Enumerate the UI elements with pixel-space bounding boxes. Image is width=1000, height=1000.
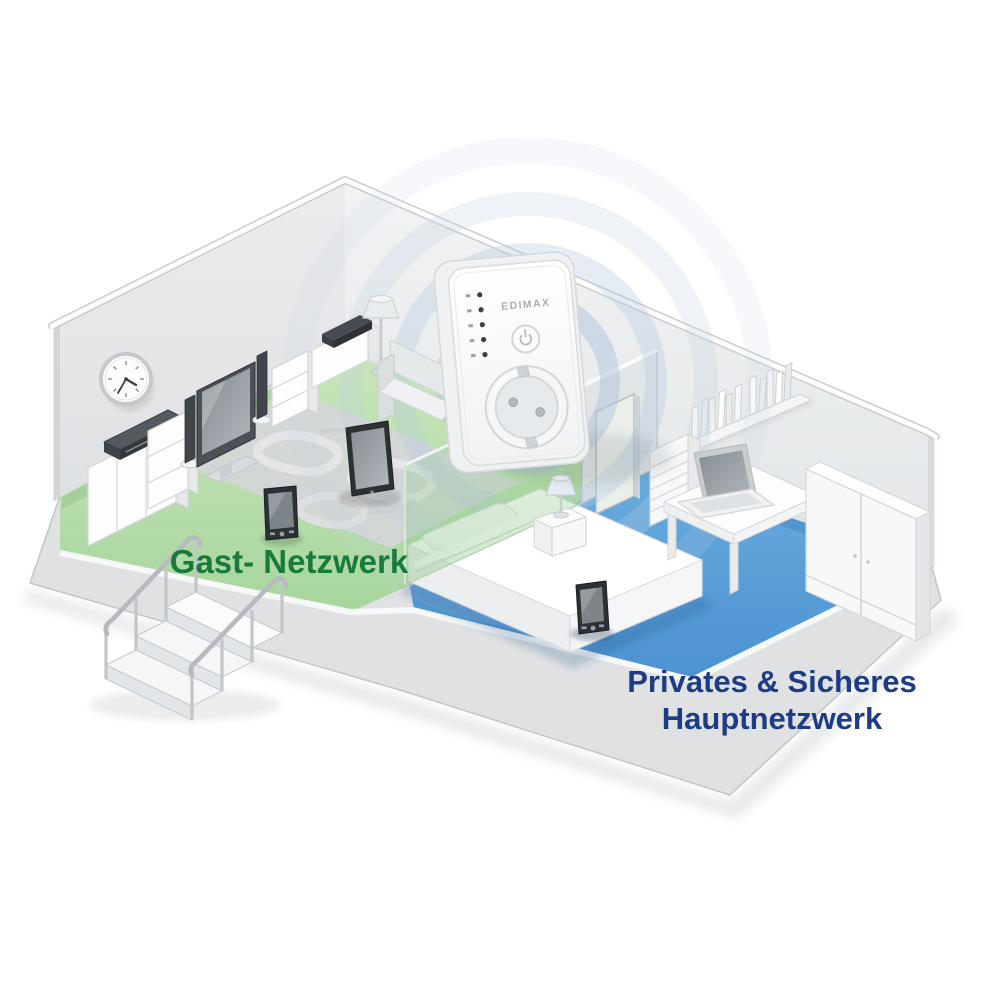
wall-clock (99, 352, 154, 411)
shelf-unit-tall (271, 350, 319, 428)
wall-bookshelf (687, 362, 813, 457)
laptop (677, 443, 775, 519)
private-network-label-line2: Hauptnetzwerk (662, 701, 883, 736)
smartphone-bed (570, 580, 614, 641)
network-labels: Gast- Netzwerk Privates & Sicheres Haupt… (170, 543, 917, 736)
led-indicators (465, 292, 488, 358)
nightstand (533, 507, 587, 557)
wps-button (511, 324, 541, 354)
set-top-box (322, 315, 372, 340)
power-socket (484, 365, 569, 450)
wifi-extender-device: EDIMAX (433, 251, 590, 474)
sideboard (311, 315, 381, 389)
living-room-furniture (87, 295, 457, 547)
floor-lamp (362, 295, 400, 377)
left-wall (60, 180, 345, 497)
tv-speaker-right (252, 350, 272, 425)
bedroom (402, 381, 931, 668)
tablet (338, 420, 402, 507)
tv-speaker-left (180, 394, 200, 469)
stairs (103, 535, 289, 721)
wardrobe (805, 461, 931, 642)
device-brand-logo: EDIMAX (501, 297, 551, 313)
smartphone-living (261, 485, 303, 546)
guest-network-label: Gast- Netzwerk (170, 543, 409, 580)
tv (196, 361, 259, 483)
private-network-label-line1: Privates & Sicheres (627, 664, 917, 699)
